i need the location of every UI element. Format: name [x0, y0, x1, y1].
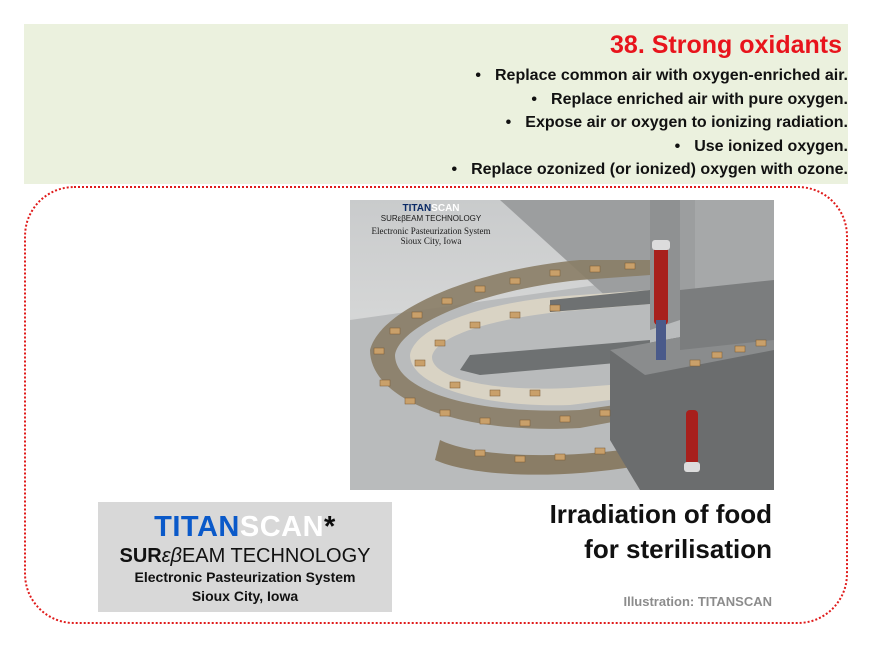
- logo-line2: Sioux City, Iowa: [191, 588, 299, 604]
- illustration-credit: Illustration: TITANSCAN: [623, 594, 772, 609]
- header-band: [24, 24, 848, 184]
- photo-technology: SURεβEAM TECHNOLOGY: [380, 214, 482, 223]
- photo-line2: Sioux City, Iowa: [400, 236, 462, 246]
- bullet-item: • Use ionized oxygen.: [451, 135, 848, 159]
- bullet-list: • Replace common air with oxygen-enriched…: [451, 64, 848, 182]
- conveyor-illustration: TITANSCAN SURεβEAM TECHNOLOGY Electronic…: [350, 200, 774, 490]
- photo-brand: TITANSCAN: [402, 203, 460, 214]
- dotted-frame: [24, 186, 848, 624]
- logo-brand-b: SCAN: [239, 511, 325, 543]
- logo-brand-a: TITAN: [154, 511, 240, 543]
- bullet-item: • Replace enriched air with pure oxygen.: [451, 88, 848, 112]
- bullet-item: • Expose air or oxygen to ionizing radiat…: [451, 111, 848, 135]
- caption-line1: Irradiation of food: [549, 499, 772, 529]
- bullet-text: Expose air or oxygen to ionizing radiati…: [525, 114, 848, 131]
- logo-title: TITANSCAN*: [98, 510, 392, 544]
- titanscan-logo-box: TITANSCAN* SURεβEAM TECHNOLOGY Electroni…: [98, 502, 392, 612]
- slide-title: 38. Strong oxidants: [610, 31, 842, 59]
- bullet-item: • Replace common air with oxygen-enriched…: [451, 64, 848, 88]
- bullet-dot: •: [531, 90, 538, 108]
- caption-line2: for sterilisation: [584, 534, 772, 564]
- logo-star: *: [324, 511, 336, 543]
- logo-line1: Electronic Pasteurization System: [134, 569, 356, 585]
- caption: Irradiation of food for sterilisation: [550, 497, 772, 567]
- bullet-text: Replace ozonized (or ionized) oxygen wit…: [471, 161, 848, 178]
- bullet-text: Replace common air with oxygen-enriched …: [495, 67, 848, 84]
- bullet-dot: •: [505, 114, 512, 131]
- bullet-text: Replace enriched air with pure oxygen.: [551, 90, 848, 108]
- bullet-text: Use ionized oxygen.: [694, 137, 848, 155]
- bullet-dot: •: [674, 137, 681, 155]
- photo-line1: Electronic Pasteurization System: [371, 226, 491, 236]
- bullet-item: • Replace ozonized (or ionized) oxygen wi…: [451, 158, 848, 182]
- conveyor-drawing: [350, 200, 774, 490]
- photo-logo: TITANSCAN SURεβEAM TECHNOLOGY Electronic…: [356, 203, 506, 247]
- bullet-dot: •: [475, 67, 481, 84]
- logo-technology: SURεβEAM TECHNOLOGY: [119, 545, 371, 567]
- bullet-dot: •: [451, 161, 458, 178]
